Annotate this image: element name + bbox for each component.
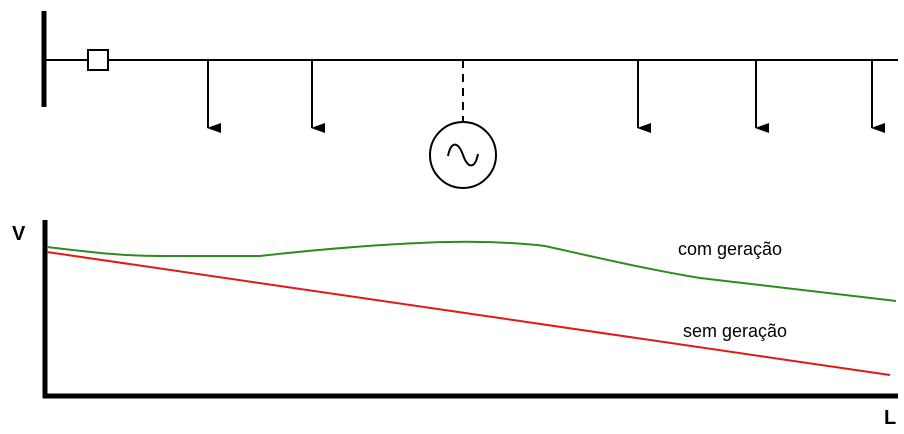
- y-axis-label: V: [12, 223, 26, 245]
- breaker-symbol: [87, 49, 109, 71]
- feeder-diagram: [41, 11, 898, 189]
- curve-without-generation: [46, 251, 891, 376]
- curve-with-generation: [46, 240, 897, 302]
- x-axis-label: L: [884, 407, 896, 429]
- label-with-generation: com geração: [678, 239, 782, 259]
- label-without-generation: sem geração: [683, 321, 787, 341]
- voltage-profile-graph: V L com geração sem geração: [12, 220, 898, 429]
- generator-icon: [429, 121, 497, 189]
